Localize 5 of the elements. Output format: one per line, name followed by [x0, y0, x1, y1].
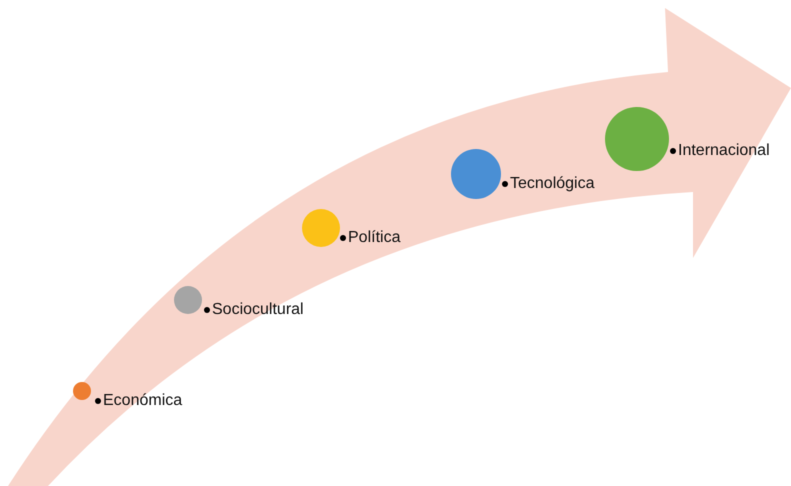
category-label: Económica [103, 392, 182, 410]
category-label: Internacional [678, 142, 770, 160]
category-label: Sociocultural [212, 301, 304, 319]
category-label: Tecnológica [510, 175, 594, 193]
category-label: Política [348, 229, 400, 247]
